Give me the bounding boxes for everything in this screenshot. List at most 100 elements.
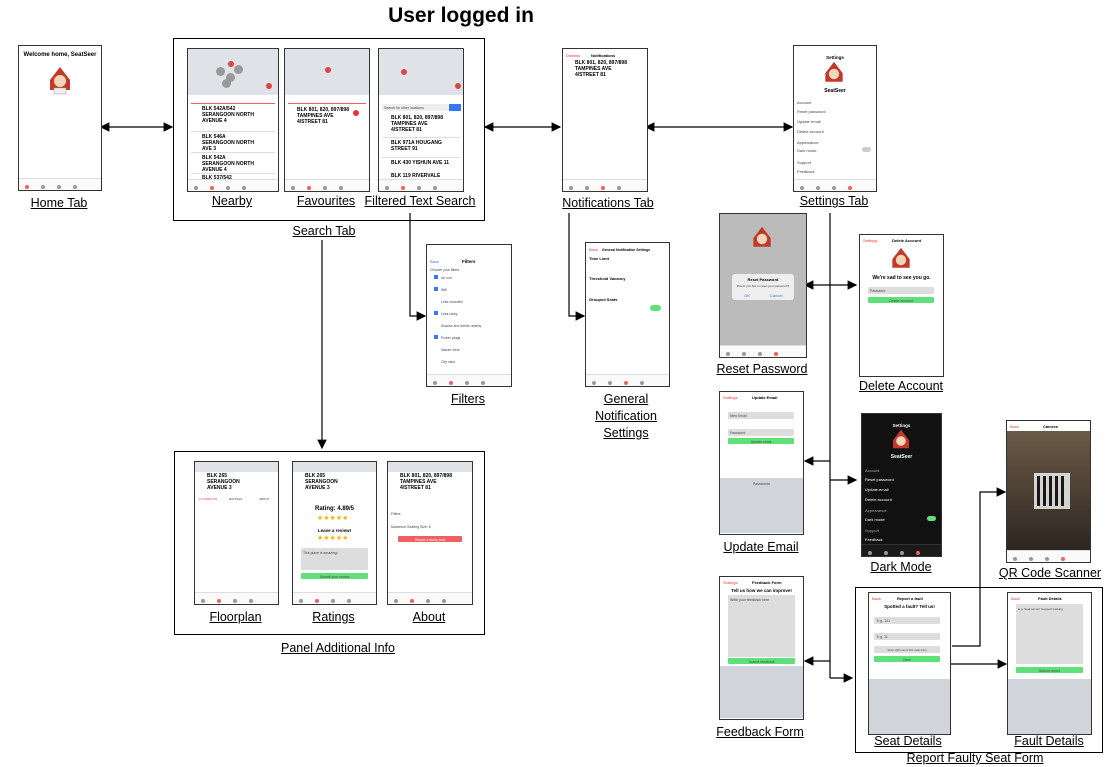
back-link[interactable]: Settings [863,238,878,243]
mascot-icon [50,67,70,95]
back-link[interactable]: Settings [723,580,738,585]
keyboard[interactable] [720,478,803,533]
fault-textarea[interactable] [1016,604,1083,664]
dark-mode-toggle[interactable] [862,147,871,152]
filter-option[interactable]: Snacks and drinks nearby [441,324,482,328]
list-item[interactable]: BLK 801, 820, 897/898 TAMPINES AVE 4/STR… [297,107,349,125]
caption-about: About [412,610,446,624]
tab-bar[interactable] [720,345,806,357]
search-input[interactable] [382,104,448,111]
settings-item[interactable]: Reset password [865,477,894,482]
list-item[interactable]: BLK 542A SERANGOON NORTH AVENUE 4 [202,155,254,173]
heart-icon[interactable] [353,110,359,116]
checkbox-icon[interactable] [434,335,438,339]
password-field[interactable] [868,287,934,294]
cancel-button[interactable]: Cancel [770,293,783,298]
caption-filtered: Filtered Text Search [364,194,476,208]
tab-bar[interactable] [188,179,278,191]
settings-item[interactable]: Delete account [797,129,824,134]
map[interactable] [285,49,369,95]
feedback-screen: Settings Feedback Form Tell us how we ca… [719,576,804,720]
tab-bar[interactable] [427,374,511,386]
list-item[interactable]: BLK 119 RIVERVALE [391,173,441,179]
list-item[interactable]: BLK 546A SERANGOON NORTH AVE 3 [202,134,254,152]
back-link[interactable]: Back [872,596,881,601]
report-fault-button[interactable] [398,536,462,542]
list-item[interactable]: BLK 971A HOUGANG STREET 91 [391,140,442,152]
settings-item[interactable]: Delete account [865,497,892,502]
back-link[interactable]: Settings [723,395,738,400]
update-email-button[interactable] [728,438,794,444]
tab-bar[interactable] [379,179,463,191]
report-group [855,587,1103,753]
back-link[interactable]: Dismiss [566,53,580,58]
settings-item[interactable]: Update email [797,119,821,124]
dark-mode-toggle[interactable] [927,516,936,521]
back-link[interactable]: Back [1011,596,1020,601]
tab-bar[interactable] [19,178,101,190]
filter-option[interactable]: Less noisy [441,312,458,316]
filter-button[interactable] [449,104,461,111]
feedback-textarea[interactable] [728,595,795,657]
checkbox-icon[interactable] [434,275,438,279]
seat-field[interactable] [874,633,940,640]
settings-item[interactable]: Feedback [865,537,883,542]
tab-bar[interactable] [563,179,647,191]
ok-button[interactable]: OK [744,293,750,298]
stars-input-icon[interactable]: ★★★★★ [317,535,349,542]
tab-bar[interactable] [195,592,278,604]
settings-item[interactable]: Update email [865,487,889,492]
filter-option[interactable]: Air con [441,276,452,280]
scan-qr-button[interactable] [874,646,940,653]
general-notif-header: General Notification Settings [602,248,651,252]
map[interactable] [188,49,278,95]
caption-delete-account: Delete Account [858,379,944,393]
list-item[interactable]: BLK 430 YISHUN AVE 11 [391,160,449,166]
notification-item[interactable]: BLK 801, 820, 897/898 TAMPINES AVE 4/STR… [575,60,627,78]
tab-ratings[interactable]: RATINGS [229,497,243,501]
back-link[interactable]: Back [430,259,439,264]
grouped-toggle[interactable] [650,305,661,311]
filter-option[interactable]: Wifi [441,288,447,292]
floor-field[interactable] [874,617,940,624]
filters-subtitle: Choose your filters [430,268,460,272]
tab-bar[interactable] [1007,550,1090,562]
checkbox-icon[interactable] [434,287,438,291]
checkbox-icon[interactable] [434,311,438,315]
filter-option[interactable]: City view [441,360,456,364]
submit-review-button[interactable] [301,573,368,579]
settings-item[interactable]: Reset password [797,109,826,114]
keyboard[interactable] [1008,679,1091,734]
review-textarea[interactable] [301,548,368,570]
tab-about[interactable]: ABOUT [259,497,270,501]
tab-bar[interactable] [794,179,876,191]
delete-account-button[interactable] [868,297,934,303]
home-heading: Welcome home, SeatSeer [23,52,97,58]
list-item[interactable]: BLK 801, 820, 897/898 TAMPINES AVE 4/STR… [391,115,443,133]
password-field[interactable] [728,429,794,436]
filter-option[interactable]: Nature view [441,348,460,352]
tab-bar[interactable] [285,179,369,191]
submit-report-button[interactable] [1016,667,1083,673]
back-link[interactable]: Back [1010,424,1019,429]
back-link[interactable]: Back [589,247,598,252]
next-button[interactable] [874,656,940,662]
caption-ratings: Ratings [312,610,355,624]
delete-message: We're sad to see you go. [872,275,931,281]
settings-item[interactable]: Feedback [797,169,815,174]
keyboard[interactable] [720,666,803,718]
submit-review-label: Submit your review [319,575,350,579]
list-item[interactable]: BLK 542A/542 SERANGOON NORTH AVENUE 4 [202,106,254,124]
tab-floorplan[interactable]: FLOORPLAN [199,497,218,501]
tab-bar[interactable] [586,374,669,386]
keyboard[interactable] [869,679,950,734]
new-email-field[interactable] [728,412,794,419]
filter-option[interactable]: Power plugs [441,336,461,340]
tab-bar[interactable] [862,544,941,556]
tab-bar[interactable] [388,592,472,604]
submit-feedback-button[interactable] [728,658,795,664]
tab-bar[interactable] [293,592,376,604]
filter-option[interactable]: Less crowded [441,300,463,304]
map[interactable] [379,49,463,95]
